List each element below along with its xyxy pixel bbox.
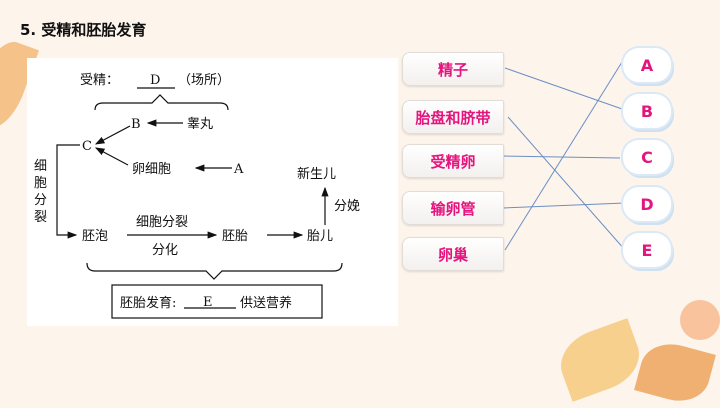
cell-division-char: 裂 <box>34 210 47 225</box>
fert-label: 受精： <box>80 73 119 88</box>
match-left-item[interactable]: 输卵管 <box>402 191 504 225</box>
top-brace <box>94 94 229 111</box>
match-line <box>501 155 621 159</box>
match-line <box>504 67 626 111</box>
diagram-background <box>27 58 398 326</box>
match-right-item[interactable]: A <box>623 48 671 82</box>
fert-blank: D <box>150 73 160 88</box>
cell-division-char: 胞 <box>34 176 47 191</box>
dev-supply: 供送营养 <box>240 295 292 311</box>
arrow-c-to-blastocyst <box>56 144 80 239</box>
match-line <box>504 61 623 251</box>
cell-division-char: 分 <box>34 193 47 208</box>
match-left-item[interactable]: 胎盘和脐带 <box>402 100 504 134</box>
dev-blank: E <box>203 295 213 310</box>
label-birth: 分娩 <box>334 199 360 214</box>
label-newborn: 新生儿 <box>297 166 336 182</box>
label-a: A <box>233 162 244 177</box>
arrow-b-to-c <box>94 125 131 145</box>
development-box <box>111 284 323 319</box>
match-right-item[interactable]: D <box>623 187 671 221</box>
label-testis: 睾丸 <box>187 116 213 132</box>
match-right-item[interactable]: E <box>623 233 671 267</box>
label-embryo: 胚胎 <box>222 229 248 244</box>
label-cell-division: 细胞分裂 <box>136 215 188 230</box>
cell-division-char: 细 <box>34 159 47 174</box>
label-c: C <box>82 139 92 154</box>
match-left-item[interactable]: 卵巢 <box>402 237 504 271</box>
leaf-decoration <box>680 300 720 340</box>
arrow-egg-to-c <box>94 147 129 166</box>
match-line <box>501 202 626 209</box>
match-line <box>507 116 626 251</box>
dev-label: 胚胎发育: <box>120 295 176 311</box>
label-blastocyst: 胚泡 <box>82 229 108 244</box>
slide-title: 5. 受精和胚胎发育 <box>20 21 147 39</box>
bottom-brace <box>86 262 343 280</box>
match-left-item[interactable]: 精子 <box>402 52 504 86</box>
match-right-item[interactable]: B <box>623 94 671 128</box>
match-right-item[interactable]: C <box>623 140 671 174</box>
label-egg: 卵细胞 <box>132 162 171 177</box>
label-differentiation: 分化 <box>152 243 178 258</box>
label-b: B <box>131 117 141 132</box>
label-fetus: 胎儿 <box>307 229 333 244</box>
match-left-item[interactable]: 受精卵 <box>402 144 504 178</box>
fert-place: （场所） <box>178 73 230 88</box>
